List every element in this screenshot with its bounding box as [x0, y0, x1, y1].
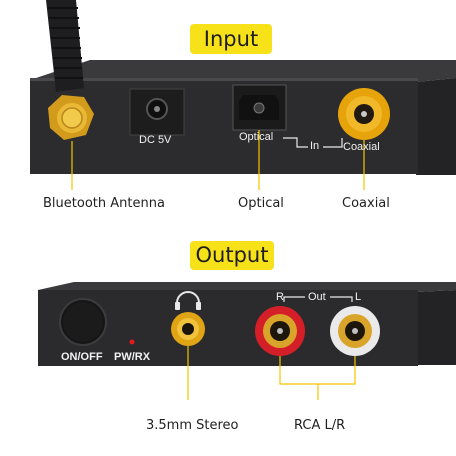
rca-l-label: L: [355, 291, 362, 303]
headphone-icon: [175, 291, 201, 310]
antenna-callout: Bluetooth Antenna: [43, 196, 165, 211]
out-label: Out: [308, 291, 326, 303]
led-indicator: [129, 339, 135, 345]
stereo-jack: [171, 312, 205, 346]
input-heading: Input: [190, 24, 272, 54]
power-button[interactable]: [59, 298, 107, 346]
coaxial-port: [338, 88, 390, 140]
optical-panel-label: Optical: [239, 131, 274, 143]
rca-callout: RCA L/R: [294, 418, 346, 433]
dc-jack: [129, 88, 185, 136]
rca-r-label: R: [276, 291, 284, 303]
stereo-callout: 3.5mm Stereo: [146, 418, 239, 433]
indicator-label: PW/RX: [114, 351, 151, 363]
optical-callout: Optical: [238, 196, 284, 211]
output-device-panel: [38, 282, 456, 400]
in-label: In: [310, 140, 320, 152]
coaxial-panel-label: Coaxial: [343, 141, 380, 153]
input-device-panel: [30, 0, 456, 190]
output-heading: Output: [190, 241, 274, 270]
bluetooth-antenna: [46, 0, 94, 140]
power-label: ON/OFF: [61, 351, 103, 363]
coaxial-callout: Coaxial: [342, 196, 390, 211]
dc-label: DC 5V: [139, 134, 172, 146]
rca-right-port: [255, 306, 305, 356]
optical-port: [232, 84, 287, 131]
rca-left-port: [330, 306, 380, 356]
